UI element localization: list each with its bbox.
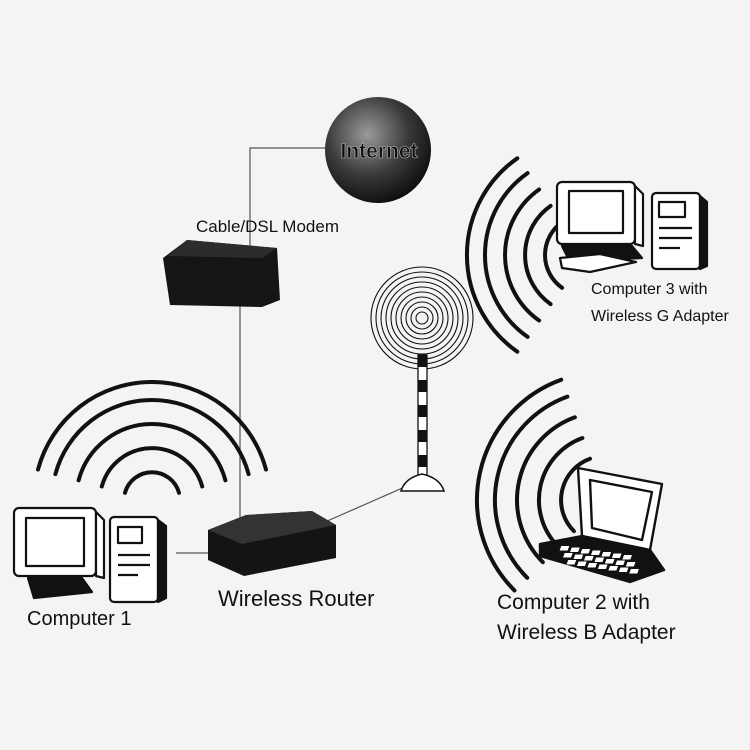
laptop-icon bbox=[538, 466, 666, 584]
wave-arc bbox=[536, 436, 585, 549]
antenna-icon bbox=[370, 266, 474, 492]
computer1-desktop-icon bbox=[12, 506, 168, 604]
wifi-waves-icon bbox=[464, 156, 565, 354]
globe-icon bbox=[325, 97, 431, 203]
wave-arc bbox=[474, 377, 564, 593]
computer3-label: Computer 3 with Wireless G Adapter bbox=[591, 276, 729, 330]
router-label: Wireless Router bbox=[218, 586, 375, 611]
computer2-label-line1: Computer 2 with bbox=[497, 591, 650, 614]
router-antenna-line bbox=[324, 485, 408, 523]
wave-arc bbox=[503, 187, 542, 323]
wave-arc bbox=[123, 470, 181, 495]
internet-modem-line bbox=[249, 147, 330, 250]
wave-arc bbox=[492, 394, 570, 580]
connection-lines bbox=[176, 147, 408, 554]
wave-arc bbox=[36, 380, 268, 472]
wave-arc bbox=[53, 397, 251, 477]
computer3-label-line2: Wireless G Adapter bbox=[591, 308, 729, 325]
wave-arc bbox=[99, 446, 205, 489]
router-icon bbox=[208, 511, 336, 576]
wifi-waves-icon bbox=[36, 380, 268, 495]
computer3-label-line1: Computer 3 with bbox=[591, 281, 708, 298]
wave-arc bbox=[76, 422, 228, 483]
internet-label: Internet bbox=[340, 140, 417, 163]
computer1-label: Computer 1 bbox=[27, 608, 132, 630]
modem-label: Cable/DSL Modem bbox=[196, 217, 339, 236]
wave-arc bbox=[559, 456, 592, 534]
wave-arc bbox=[523, 203, 553, 307]
wave-arc bbox=[464, 156, 520, 354]
wave-arc bbox=[515, 415, 577, 565]
wave-arc bbox=[482, 171, 530, 339]
modem-icon bbox=[163, 240, 280, 307]
wave-arc bbox=[543, 220, 565, 290]
internet-globe: Internet bbox=[325, 97, 431, 203]
computer2-label: Computer 2 with Wireless B Adapter bbox=[497, 588, 676, 648]
computer2-label-line2: Wireless B Adapter bbox=[497, 621, 676, 644]
computer3-desktop-icon bbox=[555, 180, 709, 274]
